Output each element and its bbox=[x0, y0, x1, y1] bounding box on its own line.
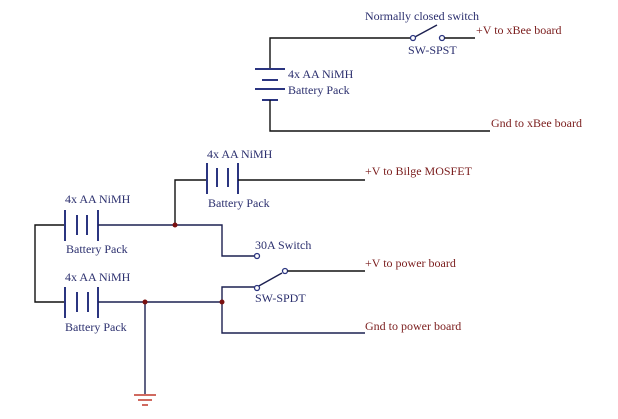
power-ground-label: Gnd to power board bbox=[365, 319, 461, 333]
junction-dot bbox=[142, 299, 148, 305]
wire bbox=[269, 100, 490, 132]
wire bbox=[174, 179, 207, 225]
xbee-circuit: Normally closed switch SW-SPST 4x AA NiM… bbox=[255, 9, 582, 132]
spdt-terminal bbox=[253, 284, 261, 292]
wire bbox=[34, 224, 65, 303]
battery-label: Battery Pack bbox=[288, 83, 350, 97]
30a-switch-label: 30A Switch bbox=[255, 238, 311, 252]
spdt-label: SW-SPDT bbox=[255, 291, 306, 305]
spst-label: SW-SPST bbox=[408, 43, 457, 57]
wire bbox=[269, 37, 413, 69]
battery-label: Battery Pack bbox=[65, 320, 127, 334]
power-positive-label: +V to power board bbox=[365, 256, 456, 270]
battery-label: Battery Pack bbox=[66, 242, 128, 256]
switch-note: Normally closed switch bbox=[365, 9, 479, 23]
xbee-positive-label: +V to xBee board bbox=[476, 23, 562, 37]
spdt-terminal bbox=[281, 267, 289, 275]
wire bbox=[221, 286, 365, 334]
bilge-label: +V to Bilge MOSFET bbox=[365, 164, 473, 178]
switch-terminal bbox=[409, 34, 417, 42]
battery-label: 4x AA NiMH bbox=[288, 67, 354, 81]
battery-label: 4x AA NiMH bbox=[207, 147, 273, 161]
battery-label: 4x AA NiMH bbox=[65, 270, 131, 284]
30a-switch-terminal bbox=[253, 252, 261, 260]
spst-switch-lever bbox=[412, 24, 438, 39]
battery-label: 4x AA NiMH bbox=[65, 192, 131, 206]
spdt-switch-lever bbox=[256, 272, 283, 288]
xbee-ground-label: Gnd to xBee board bbox=[491, 116, 582, 130]
battery-label: Battery Pack bbox=[208, 196, 270, 210]
junction-dot bbox=[219, 299, 225, 305]
wire bbox=[98, 224, 255, 257]
main-power-circuit: 4x AA NiMH Battery Pack +V to Bilge MOSF… bbox=[34, 147, 473, 406]
switch-terminal bbox=[438, 34, 446, 42]
junction-dot bbox=[172, 222, 178, 228]
